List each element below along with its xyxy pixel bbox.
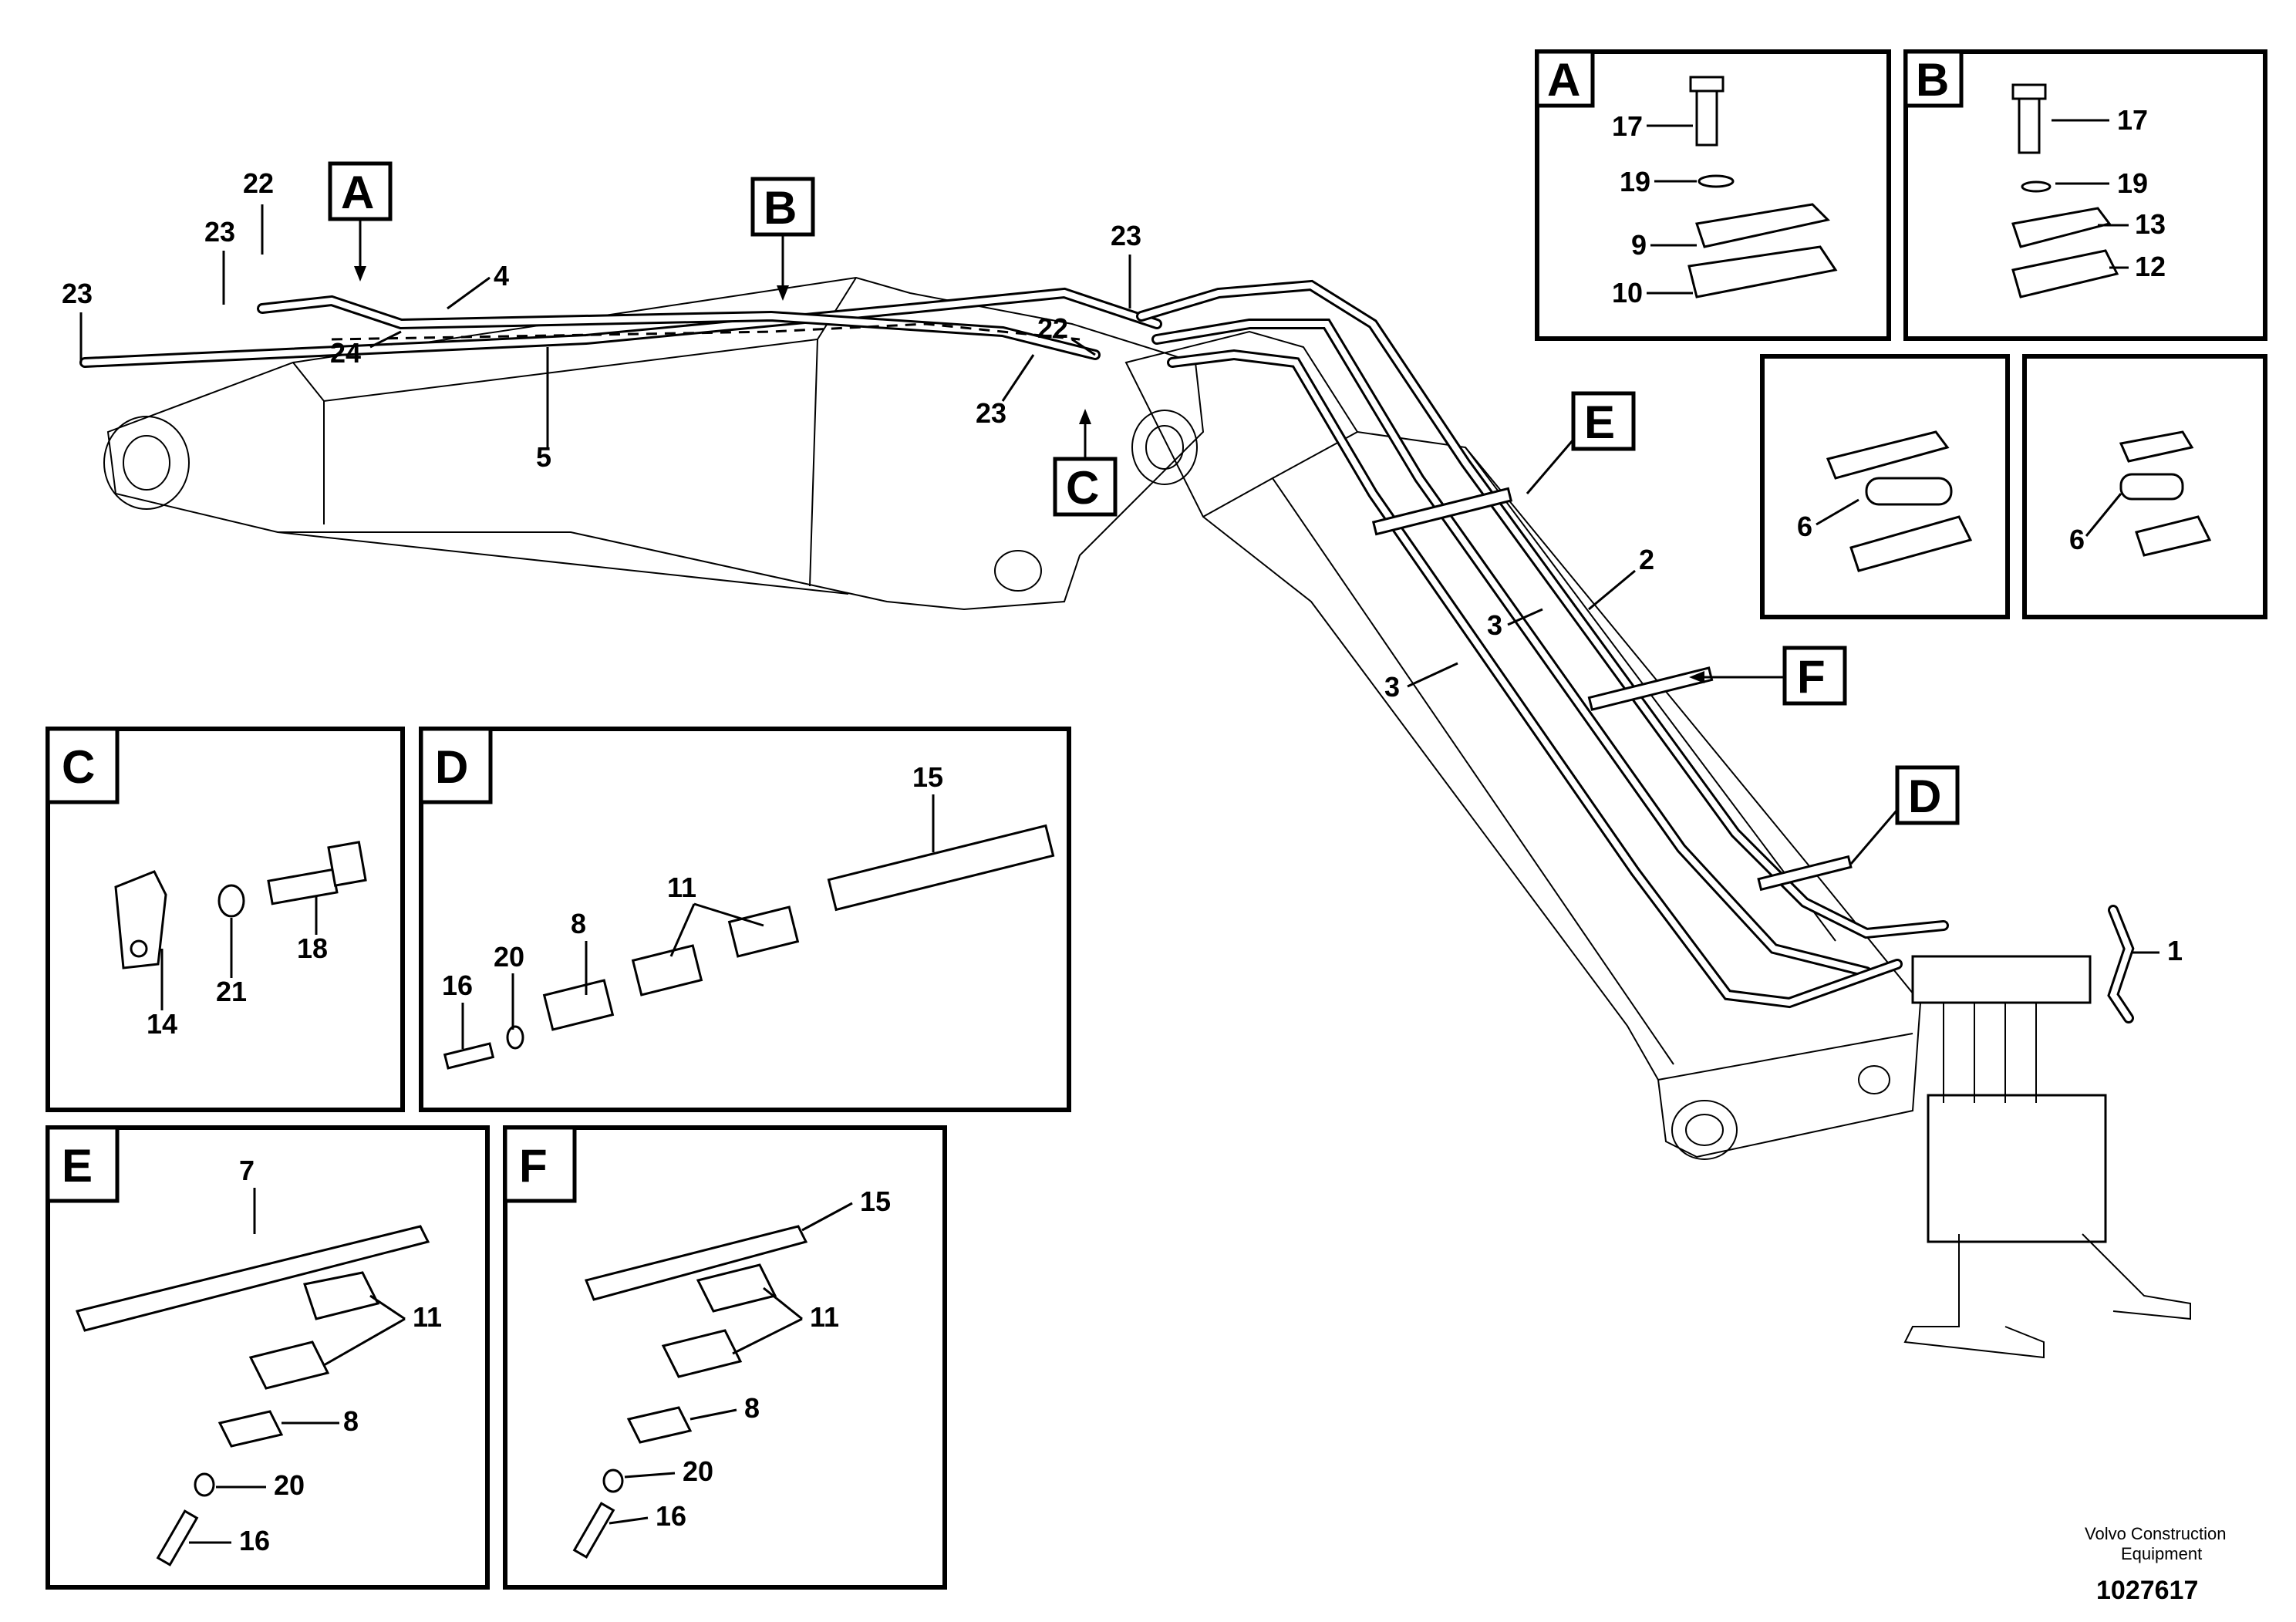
footer: Volvo Construction Equipment 1027617: [2085, 1524, 2226, 1605]
detail-d-label-20: 20: [494, 941, 524, 973]
detail-b-label-17: 17: [2117, 104, 2148, 136]
detail-d-label-16: 16: [442, 969, 473, 1001]
detail-e-letter: E: [62, 1140, 93, 1192]
detail-f-letter: F: [519, 1140, 548, 1192]
detail-d-label-15: 15: [912, 761, 943, 793]
footer-company: Volvo Construction: [2085, 1524, 2226, 1543]
tag-d: D: [1908, 771, 1941, 822]
detail-6b-panel: 6: [2022, 354, 2267, 619]
tag-b: B: [764, 182, 797, 234]
callout-23d: 23: [976, 397, 1006, 429]
tag-f: F: [1797, 651, 1826, 703]
detail-f-label-8: 8: [744, 1392, 760, 1424]
callout-5: 5: [536, 441, 551, 473]
callout-24: 24: [330, 337, 361, 369]
detail-6a-label-6: 6: [1797, 511, 1812, 542]
detail-b-label-12: 12: [2135, 251, 2166, 282]
detail-a-panel: A 17 19 9 10: [1535, 49, 1891, 341]
detail-c-panel: C 14 21 18: [46, 727, 405, 1112]
callout-3b: 3: [1384, 671, 1400, 703]
detail-f-label-20: 20: [683, 1455, 713, 1487]
footer-company-2: Equipment: [2121, 1544, 2202, 1563]
detail-a-letter: A: [1547, 54, 1580, 106]
detail-f-label-15: 15: [860, 1185, 891, 1217]
detail-b-panel: B 17 19 13 12: [1903, 49, 2267, 341]
detail-e-label-11: 11: [413, 1301, 442, 1333]
callout-23a: 23: [62, 278, 93, 309]
detail-b-label-13: 13: [2135, 208, 2166, 240]
detail-d-letter: D: [435, 741, 468, 793]
callout-4: 4: [494, 260, 509, 292]
callout-23c: 23: [1111, 220, 1141, 251]
tag-c: C: [1066, 462, 1099, 514]
detail-6b-label-6: 6: [2069, 524, 2085, 555]
excavator-boom-illustration: [79, 276, 2191, 1359]
detail-c-letter: C: [62, 741, 95, 793]
detail-b-label-19: 19: [2117, 167, 2148, 199]
detail-6a-panel: 6: [1760, 354, 2010, 619]
detail-e-label-8: 8: [343, 1405, 359, 1437]
detail-f-label-16: 16: [656, 1500, 686, 1532]
detail-a-label-17: 17: [1612, 110, 1643, 142]
detail-c-label-14: 14: [147, 1008, 177, 1040]
detail-d-panel: D 15 11 8 20 16: [419, 727, 1071, 1112]
detail-d-label-8: 8: [571, 908, 586, 939]
callout-1: 1: [2167, 935, 2183, 966]
tag-e: E: [1584, 396, 1615, 448]
callout-22b: 22: [1037, 312, 1068, 344]
detail-e-label-16: 16: [239, 1525, 270, 1556]
detail-d-label-11: 11: [667, 872, 696, 903]
doc-number: 1027617: [2096, 1576, 2198, 1605]
callout-2: 2: [1639, 544, 1654, 575]
control-valve-block: [1903, 905, 2191, 1359]
detail-c-label-21: 21: [216, 976, 247, 1007]
main-tags: A B C D E F: [328, 161, 1960, 865]
detail-f-panel: F 15 11 8 20 16: [503, 1125, 947, 1590]
detail-c-label-18: 18: [297, 932, 328, 964]
detail-a-label-19: 19: [1620, 166, 1650, 197]
callout-3a: 3: [1487, 609, 1502, 641]
callout-22a: 22: [243, 167, 274, 199]
detail-a-label-10: 10: [1612, 277, 1643, 309]
tag-a: A: [341, 167, 374, 218]
detail-f-label-11: 11: [810, 1301, 839, 1333]
detail-e-label-20: 20: [274, 1469, 305, 1501]
detail-b-letter: B: [1916, 54, 1949, 106]
detail-e-label-7: 7: [239, 1155, 255, 1186]
callout-23b: 23: [204, 216, 235, 248]
detail-a-label-9: 9: [1631, 229, 1647, 261]
main-callouts: 1 2 3 3 4 5 22 22 23 23 23 23 24: [62, 167, 2183, 966]
detail-e-panel: E 7 11 8 20 16: [46, 1125, 490, 1590]
